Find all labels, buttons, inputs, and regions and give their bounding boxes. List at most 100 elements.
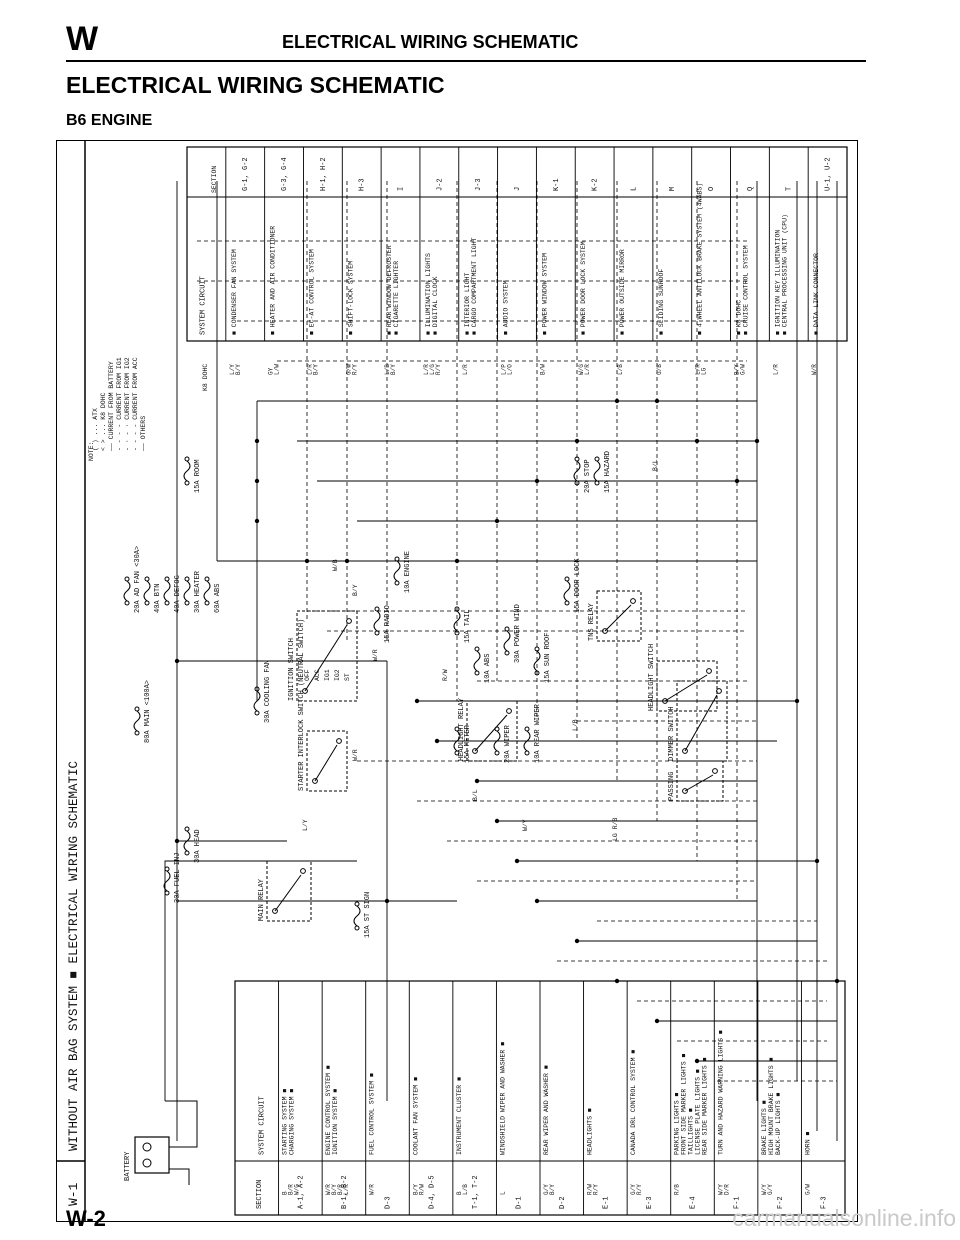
contact-arm — [474, 714, 508, 752]
system-circuit-label: ■ CENTRAL PROCESSING UNIT (CPU) — [781, 214, 788, 335]
system-circuit-label: FRONT SIDE MARKER LIGHTS ■ — [681, 1053, 688, 1155]
battery-terminal-neg — [142, 1158, 152, 1168]
component-outline — [306, 730, 348, 792]
wire-color-label: GY — [268, 367, 275, 375]
section-label: J-3 — [475, 178, 483, 191]
wire-color-label: B/W — [539, 364, 546, 375]
wire-color-label: LG R/B — [612, 817, 619, 841]
section-label: U-1, U-2 — [825, 157, 833, 191]
fuse: 15A SUN ROOF — [533, 633, 552, 683]
contact-arm — [314, 744, 338, 782]
fuse-terminal — [124, 600, 130, 606]
junction-dot — [384, 898, 390, 904]
wire-color-label: R/W — [418, 1184, 425, 1195]
fuse-symbol — [373, 610, 381, 632]
system-circuit-label: ■ CONDENSER FAN SYSTEM — [231, 249, 238, 335]
fuse-symbol — [203, 580, 211, 602]
fuse-terminal — [454, 726, 460, 732]
fuse: 40A DEFOG — [163, 575, 182, 613]
note-line: - - - - CURRENT FROM IG1 — [116, 357, 123, 451]
system-circuit-label: ■ AUDIO SYSTEM — [503, 280, 510, 335]
fuse-label: 40A DEFOG — [174, 575, 182, 613]
fuse-terminal — [534, 646, 540, 652]
fuse-symbol — [523, 730, 531, 752]
junction-dot — [414, 698, 420, 704]
section-label: J — [514, 187, 522, 191]
fuse-terminal — [184, 576, 190, 582]
ignition-position-label: ACC — [314, 669, 321, 681]
section-label: F-3 — [820, 1196, 828, 1209]
system-circuit-label: ■ ILLUMINATION LIGHTS — [425, 253, 432, 335]
component: MAIN RELAY — [258, 860, 312, 922]
wire-color-label: B/Y — [390, 364, 397, 375]
contact-point — [716, 688, 722, 694]
system-circuit-label: BRAKE LIGHTS ■ — [761, 1100, 768, 1155]
system-circuit-label: ■ CARGO COMPARTMENT LIGHT — [471, 237, 478, 335]
junction-dot — [694, 438, 700, 444]
wire-color-label: L/P — [501, 364, 508, 375]
fuse-terminal — [474, 646, 480, 652]
junction-dot — [734, 478, 740, 484]
fuse-terminal — [164, 576, 170, 582]
fuse-symbol — [473, 650, 481, 672]
system-circuit-label: REAR WIPER AND WASHER ■ — [543, 1065, 550, 1155]
section-label: J-2 — [436, 178, 444, 191]
contact-point — [602, 628, 608, 634]
section-label: T-1, T-2 — [472, 1175, 480, 1209]
fuse-label: 15A METER — [464, 724, 472, 763]
system-circuit-label: ■ DIGITAL CLOCK — [432, 276, 439, 335]
wire-color-label: G/Y — [543, 1184, 550, 1195]
battery-label: BATTERY — [124, 1151, 132, 1181]
junction-dot — [174, 658, 180, 664]
fuse-terminal — [164, 866, 170, 872]
contact-point — [506, 708, 512, 714]
ignition-position-label: OFF — [304, 669, 311, 681]
wire-color-label: G/Y — [630, 1184, 637, 1195]
battery-ground-wire — [169, 1168, 190, 1185]
fuse-terminal — [184, 600, 190, 606]
fuse-label: 30A POWER WIND — [514, 604, 522, 663]
fuse-terminal — [184, 456, 190, 462]
fuse-label: 40A BTN — [154, 584, 162, 613]
wire-color-label: R/W — [442, 669, 449, 681]
wire-color-label: B/Y — [312, 364, 319, 375]
junction-dot — [574, 938, 580, 944]
fuse: 20A STOP — [573, 456, 592, 493]
junction-dot — [614, 398, 620, 404]
component-label: STARTER INTERLOCK SWITCH (NEUTRAL SWITCH… — [298, 619, 306, 791]
fuse-label: 80A MAIN <100A> — [144, 680, 152, 743]
fuse-label: 10A ENGINE — [404, 551, 412, 593]
system-circuit-label: ■ 4 WHEEL ANTILOCK BRAKE SYSTEM (4WABS) — [697, 183, 704, 335]
fuse: 30A COOLING FAN — [253, 660, 272, 723]
fuse-terminal — [524, 750, 530, 756]
wire-color-label: W/R — [325, 1184, 332, 1195]
component-label: TNS RELAY — [588, 602, 596, 641]
wire-color-label: G/W — [740, 364, 747, 375]
wire-color-label: L/G — [429, 364, 436, 375]
wire-color-label: R/Y — [435, 364, 442, 375]
system-circuit-label: WINDSHIELD WIPER AND WASHER ■ — [499, 1042, 506, 1155]
component-outline — [596, 590, 642, 642]
fuse-label: 10A ABS — [484, 654, 492, 683]
wire-color-label: B — [282, 1191, 289, 1195]
fuse-symbol — [183, 580, 191, 602]
contact-point — [682, 748, 688, 754]
fuse: 30A POWER WIND — [503, 604, 522, 663]
component: IGNITION SWITCH — [288, 610, 358, 702]
note-line: - · - · CURRENT FROM IG2 — [124, 357, 131, 451]
wire-color-label: W/R — [369, 1184, 376, 1195]
fuse-symbol — [453, 610, 461, 632]
fuse-terminal — [504, 626, 510, 632]
wire-color-label: R/Y — [593, 1184, 600, 1195]
section-label: F-1 — [733, 1196, 741, 1209]
wire-color-label: L/R — [306, 364, 313, 375]
note-line: —— OTHERS — [140, 416, 147, 452]
component-outline — [296, 610, 358, 702]
system-circuit-label: ■ CRUISE CONTROL SYSTEM — [743, 245, 750, 335]
junction-dot — [654, 1018, 660, 1024]
fuse-terminal — [564, 600, 570, 606]
fuse: 15A METER — [453, 724, 472, 763]
wire-color-label: B/Y — [352, 584, 359, 596]
watermark: carmanualsonline.info — [732, 1205, 956, 1231]
